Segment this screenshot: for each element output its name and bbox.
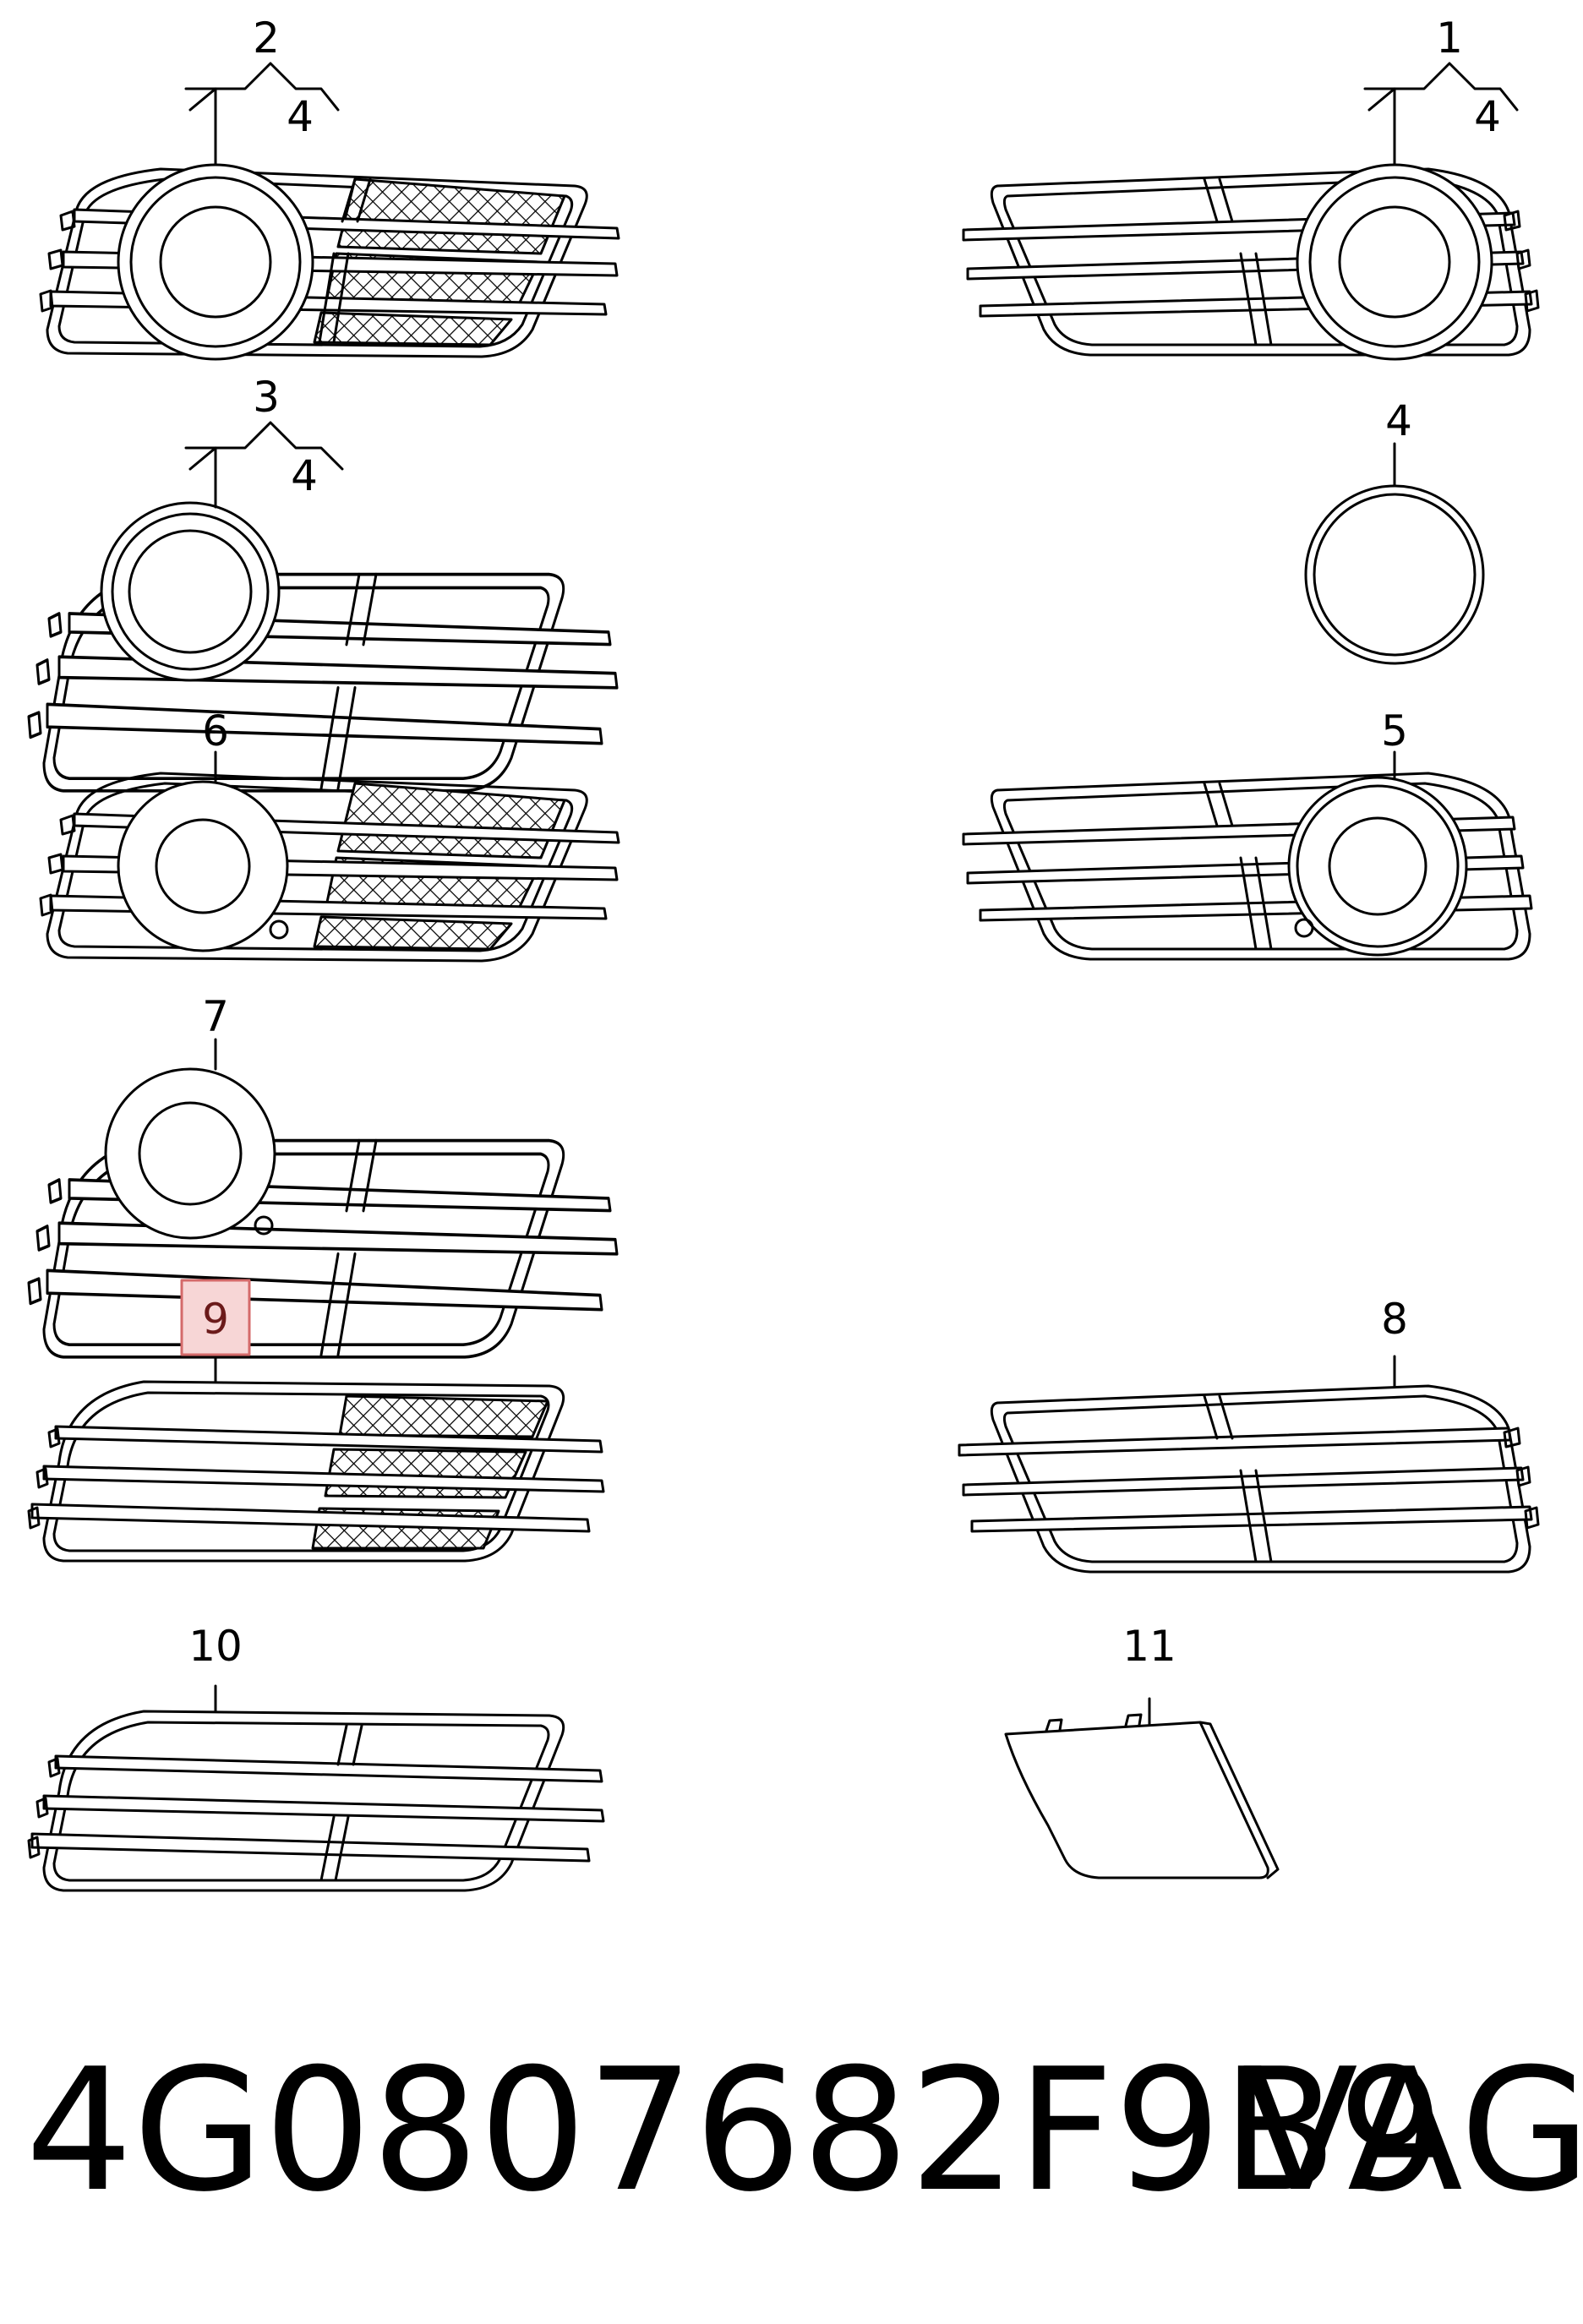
label-6[interactable]: 6 [202,706,229,756]
label-3[interactable]: 3 [253,373,280,422]
part-number: 4G0807682F9B9 [25,2032,1445,2229]
label-9-highlight [180,1279,251,1356]
label-10[interactable]: 10 [188,1622,243,1671]
label-1[interactable]: 1 [1436,14,1463,63]
part-5-grille [962,750,1533,961]
label-2[interactable]: 2 [253,14,280,63]
label-9[interactable]: 9 [202,1295,229,1344]
part-9-grille [27,1350,605,1563]
part-10-grille [27,1684,605,1892]
label-7[interactable]: 7 [202,992,229,1041]
sublabel-2-4: 4 [287,92,314,141]
part-3-grille [27,421,619,793]
sublabel-1-4: 4 [1474,92,1501,141]
part-6-grille [39,750,620,963]
label-4[interactable]: 4 [1385,396,1412,445]
label-8[interactable]: 8 [1381,1295,1408,1344]
part-1-grille [962,62,1540,361]
part-2-grille [39,62,620,361]
brand-name: VAG [1242,2032,1583,2229]
part-11-cover [1004,1697,1280,1879]
part-4-ring [1304,442,1485,665]
sublabel-3-4: 4 [291,451,318,500]
part-8-grille [958,1355,1540,1574]
label-11[interactable]: 11 [1122,1622,1176,1671]
part-7-grille [27,1038,619,1359]
label-5[interactable]: 5 [1381,706,1408,756]
